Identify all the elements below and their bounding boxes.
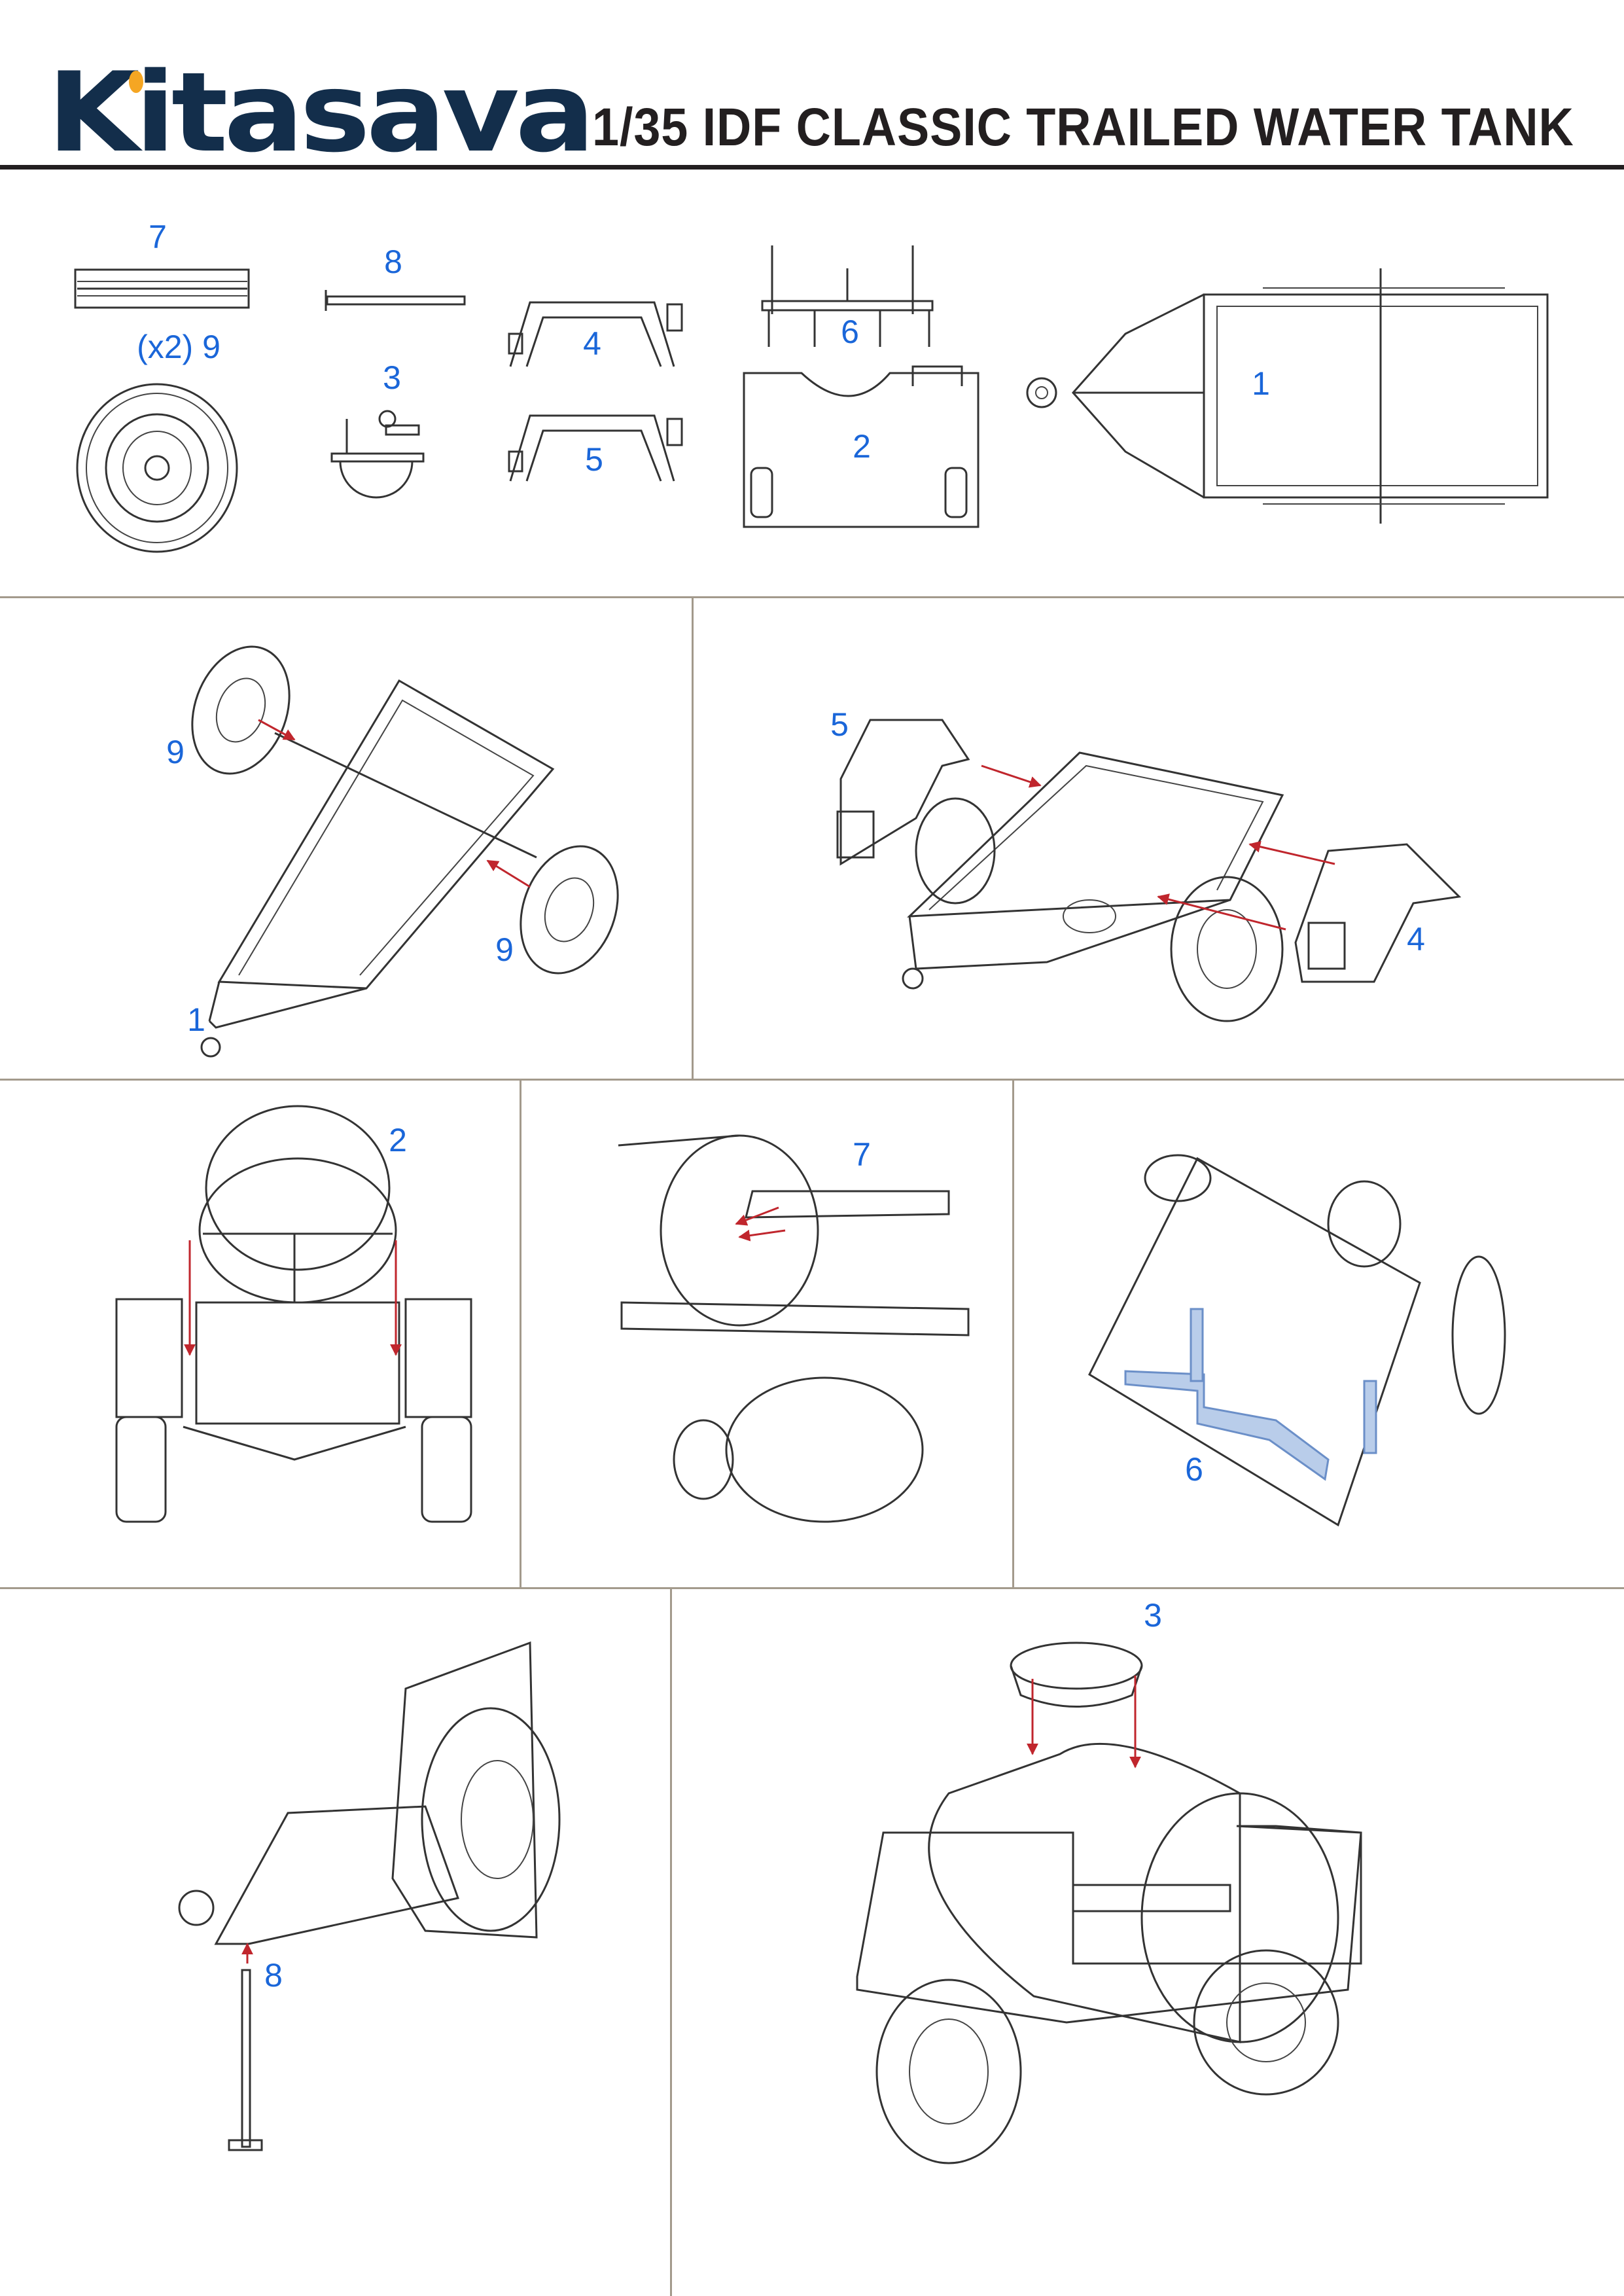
part-label-8: 8 — [384, 243, 402, 280]
part-7-step-plate — [74, 268, 250, 309]
divider — [0, 1587, 1624, 1589]
divider — [670, 1588, 672, 2296]
step1-label-wheel: 9 — [495, 931, 514, 968]
divider — [692, 597, 694, 1079]
divider — [1012, 1079, 1014, 1588]
step4-label-step-plate: 7 — [853, 1136, 871, 1173]
step5-label-pipes: 6 — [1185, 1451, 1203, 1488]
part-1-chassis — [1026, 268, 1549, 524]
step5-illustration — [1088, 1154, 1506, 1527]
step3-illustration — [115, 1105, 472, 1523]
step2-label-fender: 4 — [1407, 921, 1425, 958]
step2-label-fender: 5 — [830, 706, 849, 743]
part-8-jack-stand — [325, 290, 466, 311]
part-label-7: 7 — [149, 219, 167, 255]
logo-dot-icon — [129, 71, 143, 93]
step4-illustration — [618, 1134, 970, 1523]
divider — [0, 1079, 1624, 1081]
part-9-wheel — [76, 383, 238, 553]
header-rule — [0, 165, 1624, 170]
part-label-6: 6 — [841, 314, 859, 350]
part-label-4: 4 — [583, 325, 601, 362]
part-3-tank-hatch — [330, 410, 425, 499]
part-6-pipe-assembly — [761, 245, 934, 347]
divider — [520, 1079, 521, 1588]
step1-illustration — [191, 645, 619, 1058]
step1-label-wheel: 9 — [166, 734, 185, 770]
divider — [0, 596, 1624, 598]
part-2-tank-end — [743, 365, 980, 528]
part-label-1: 1 — [1252, 365, 1270, 402]
part-label-3: 3 — [383, 359, 401, 396]
part-label-5: 5 — [585, 441, 603, 478]
part-label-2: 2 — [853, 428, 871, 465]
step7-illustration — [856, 1641, 1362, 2164]
step1-label-chassis: 1 — [187, 1001, 205, 1038]
part-4-fender — [508, 301, 683, 367]
step3-label-tank-end: 2 — [389, 1122, 407, 1158]
step7-label-hatch: 3 — [1144, 1597, 1162, 1634]
page-title: 1/35 IDF CLASSIC TRAILED WATER TANK — [592, 98, 1574, 157]
step6-illustration — [178, 1641, 561, 2151]
step6-label-jack: 8 — [264, 1957, 283, 1994]
part-label-9: (x2) 9 — [137, 329, 221, 365]
step2-illustration — [836, 719, 1462, 1022]
part-5-fender — [508, 414, 683, 482]
